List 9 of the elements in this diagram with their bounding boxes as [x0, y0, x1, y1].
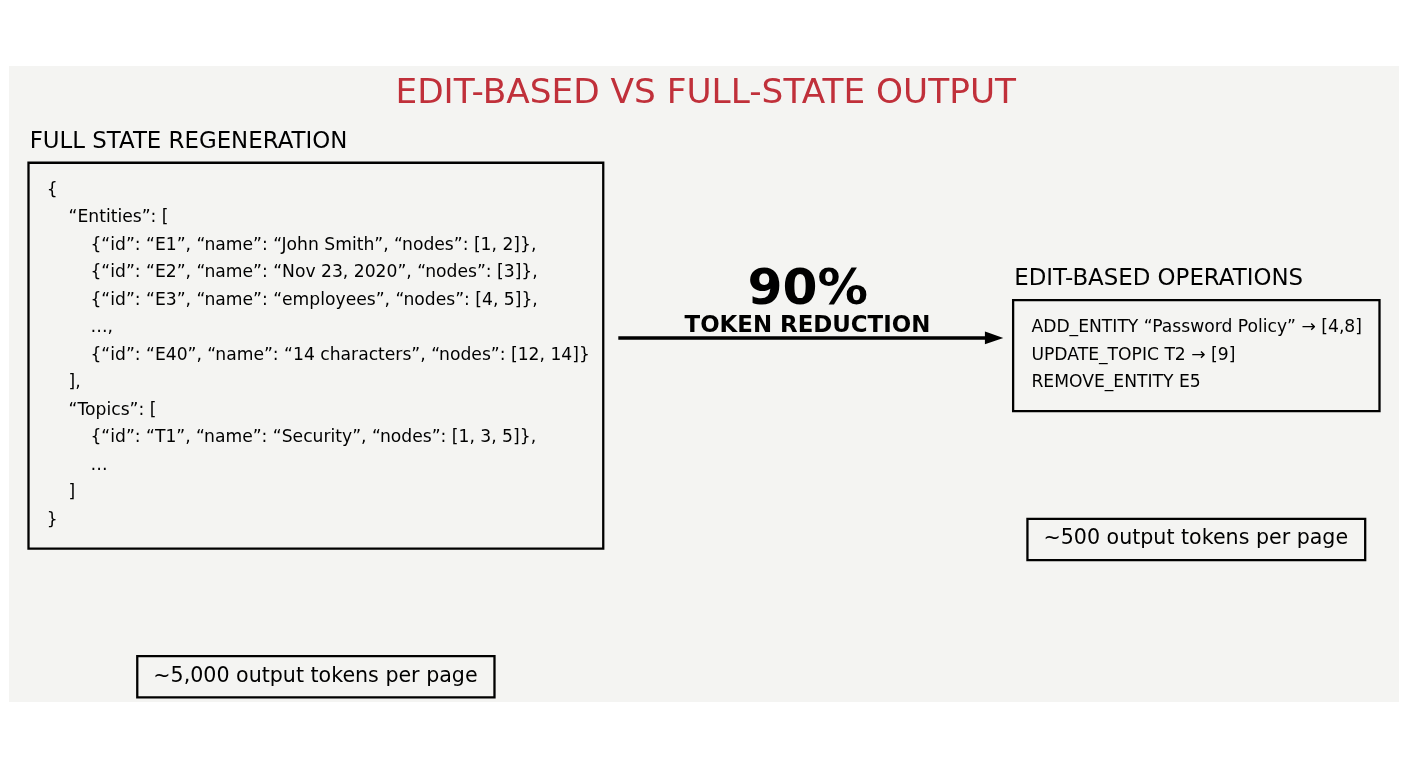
node-box: ~500 output tokens per page [1026, 517, 1367, 562]
arrow [618, 331, 1004, 345]
node-box: ~5,000 output tokens per page [136, 655, 496, 699]
edge-label: 90% TOKEN REDUCTION [684, 256, 931, 338]
node-label: EDIT-BASED OPERATIONS [1014, 264, 1304, 291]
node-box: { “Entities”: [ {“id”: “E1”, “name”: “John Smith”, “nodes”: [1, 2]}, {“id”: “E2”, “name”: “Nov 23, 2020”, “nodes”: [3]}, {“id”: “E3”, “name”: “employees”, “nodes”: [4, 5]}, …, {“id”: “E40”, “name”: “14 characters”, “nodes”: [12, 14]} ], “Topics”: [ {“id”: “T1”, “name”: “Security”, “nodes”: [1, 3, 5]}, … ] } [27, 161, 605, 550]
node-label: FULL STATE REGENERATION [29, 126, 348, 153]
diagram-title: EDIT-BASED VS FULL-STATE OUTPUT [395, 70, 1017, 111]
node-box: ADD_ENTITY “Password Policy” → [4,8] UPDATE_TOPIC T2 → [9] REMOVE_ENTITY E5 [1012, 299, 1381, 413]
